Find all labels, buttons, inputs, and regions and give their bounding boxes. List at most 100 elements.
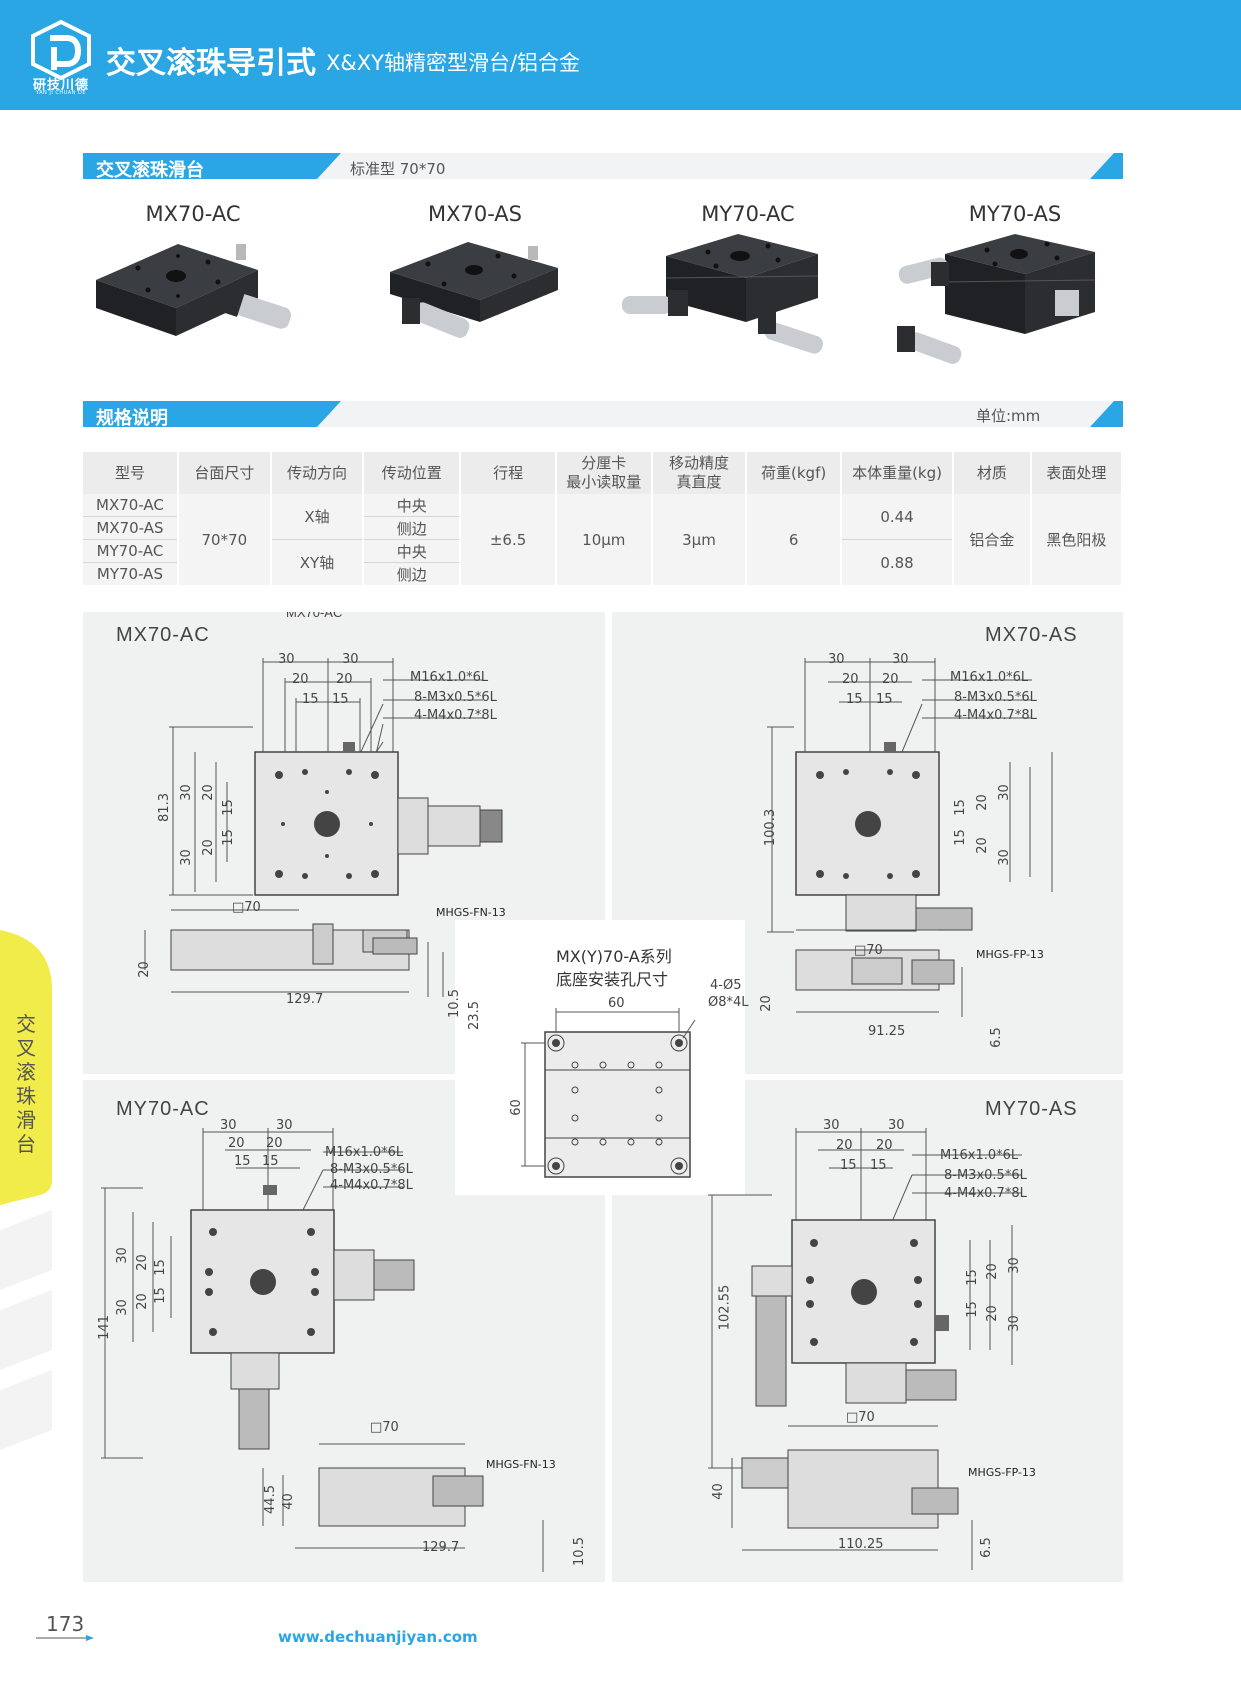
dim-text: 20 xyxy=(836,1138,853,1153)
page-number: 173 xyxy=(46,1612,85,1636)
part-number: MHGS-FN-13 xyxy=(436,906,506,919)
dim-text: □70 xyxy=(232,900,261,915)
cell-model: MY70-AC xyxy=(83,539,179,563)
dim-text: 30 xyxy=(276,1118,293,1133)
logo-name: 研技川德 xyxy=(32,78,89,93)
col-header-position: 传动位置 xyxy=(363,452,462,494)
side-decor xyxy=(0,1210,52,1450)
dim-text: 20 xyxy=(136,961,152,978)
page-header xyxy=(0,0,1241,110)
dim-text: 30 xyxy=(114,1299,130,1316)
part-number: MHGS-FN-13 xyxy=(486,1458,556,1471)
product-photo-my70ac xyxy=(622,234,823,354)
dim-text: 20 xyxy=(336,672,353,687)
dim-text: 30 xyxy=(828,652,845,667)
page-number-underline xyxy=(36,1635,94,1641)
dim-text: 20 xyxy=(134,1254,150,1271)
dim-text: 15 xyxy=(952,829,968,846)
section-corner-accent xyxy=(1090,153,1123,179)
section-note-standard: 标准型 70*70 xyxy=(350,160,446,178)
dim-text: 30 xyxy=(278,652,295,667)
cell-model: MY70-AS xyxy=(83,562,179,585)
table-row: MX70-AC 70*70 X轴 中央 ±6.5 10μm 3μm 6 0.44… xyxy=(83,494,1124,585)
callout-text: 8-M3x0.5*6L xyxy=(330,1162,413,1177)
drawing-mx70as xyxy=(767,658,1053,1017)
cell-direction: X轴 xyxy=(270,494,365,540)
dim-text: 20 xyxy=(882,672,899,687)
dim-text: 15 xyxy=(964,1301,980,1318)
cell-stroke: ±6.5 xyxy=(460,494,557,585)
col-header-micrometer: 分厘卡 最小读取量 xyxy=(555,452,653,494)
product-name-my70ac: MY70-AC xyxy=(701,202,795,226)
dim-text: 15 xyxy=(332,692,349,707)
dim-text: 40 xyxy=(280,1493,296,1510)
section-tag-bg xyxy=(83,153,341,179)
dim-text: □70 xyxy=(370,1420,399,1435)
callout-text: 8-M3x0.5*6L xyxy=(954,690,1037,705)
dim-text: 15 xyxy=(870,1158,887,1173)
cell-position: 中央 xyxy=(363,494,462,517)
section-corner-accent xyxy=(1090,401,1123,427)
dim-text: 30 xyxy=(178,784,194,801)
dim-text: 20 xyxy=(984,1263,1000,1280)
dim-text: 30 xyxy=(996,849,1012,866)
dim-text: 129.7 xyxy=(286,992,324,1007)
website-link[interactable]: www.dechuanjiyan.com xyxy=(278,1628,478,1646)
dim-text: 20 xyxy=(758,995,774,1012)
side-category-label: 交叉滚珠滑台 xyxy=(16,1012,36,1156)
table-header-row: 型号 台面尺寸 传动方向 传动位置 行程 分厘卡 最小读取量 移动精度 真直度 … xyxy=(83,452,1124,494)
cell-weight: 0.44 xyxy=(840,494,955,540)
dim-text: 30 xyxy=(342,652,359,667)
drawing-label-mx70as: MX70-AS xyxy=(985,624,1078,646)
dim-text: 15 xyxy=(964,1269,980,1286)
page-subtitle: X&XY轴精密型滑台/铝合金 xyxy=(326,51,581,75)
dim-text: 15 xyxy=(302,692,319,707)
dim-text: 30 xyxy=(220,1118,237,1133)
table-row: MX70-AS 侧边 xyxy=(83,516,1122,540)
cell-load: 6 xyxy=(746,494,842,585)
callout-text: M16x1.0*6L xyxy=(410,670,489,685)
dim-text: 15 xyxy=(262,1154,279,1169)
dim-text: 20 xyxy=(200,784,216,801)
cell-weight: 0.88 xyxy=(840,539,955,585)
dim-text: 15 xyxy=(846,692,863,707)
drawing-base xyxy=(521,1008,696,1178)
dim-text: 15 xyxy=(220,799,236,816)
dim-text: 100.3 xyxy=(763,808,779,847)
cell-material: 铝合金 xyxy=(953,494,1032,585)
drawing-my70as xyxy=(708,1128,1022,1570)
dim-text: 20 xyxy=(266,1136,283,1151)
dim-text: 20 xyxy=(228,1136,245,1151)
part-number: MHGS-FP-13 xyxy=(976,948,1044,961)
section-tag-bg xyxy=(83,401,341,427)
dim-text: 60 xyxy=(608,996,625,1011)
col-header-load: 荷重(kgf) xyxy=(746,452,842,494)
callout-text: 4-M4x0.7*8L xyxy=(954,708,1037,723)
dim-text: □70 xyxy=(854,943,883,958)
col-header-stroke: 行程 xyxy=(460,452,557,494)
dim-text: 6.5 xyxy=(988,1027,1004,1048)
dim-text: 20 xyxy=(974,794,990,811)
side-category-tab xyxy=(0,930,52,1205)
product-name-my70as: MY70-AS xyxy=(968,202,1062,226)
dim-text: 6.5 xyxy=(978,1537,994,1558)
callout-text: 4-M4x0.7*8L xyxy=(414,708,497,723)
col-header-accuracy: 移动精度 真直度 xyxy=(651,452,748,494)
dim-text: 20 xyxy=(842,672,859,687)
dim-text: 15 xyxy=(840,1158,857,1173)
col-header-weight: 本体重量(kg) xyxy=(840,452,955,494)
dim-text: 15 xyxy=(220,829,236,846)
dim-text: 15 xyxy=(952,799,968,816)
cell-model: MX70-AC xyxy=(83,494,179,517)
drawing-label-my70ac: MY70-AC xyxy=(116,1098,210,1120)
drawing-mx70ac: MX70-AC xyxy=(144,612,503,997)
cell-direction: XY轴 xyxy=(270,539,365,585)
base-subtitle: 底座安装孔尺寸 xyxy=(556,970,669,989)
spec-table: 型号 台面尺寸 传动方向 传动位置 行程 分厘卡 最小读取量 移动精度 真直度 … xyxy=(83,452,1124,585)
col-header-material: 材质 xyxy=(953,452,1032,494)
table-row: MY70-AC XY轴 中央 0.88 xyxy=(83,539,1122,585)
dim-text: □70 xyxy=(846,1410,875,1425)
drawing-label-my70as: MY70-AS xyxy=(985,1098,1078,1120)
dim-text: 141 xyxy=(96,1315,112,1340)
dim-text: 30 xyxy=(1006,1257,1022,1274)
